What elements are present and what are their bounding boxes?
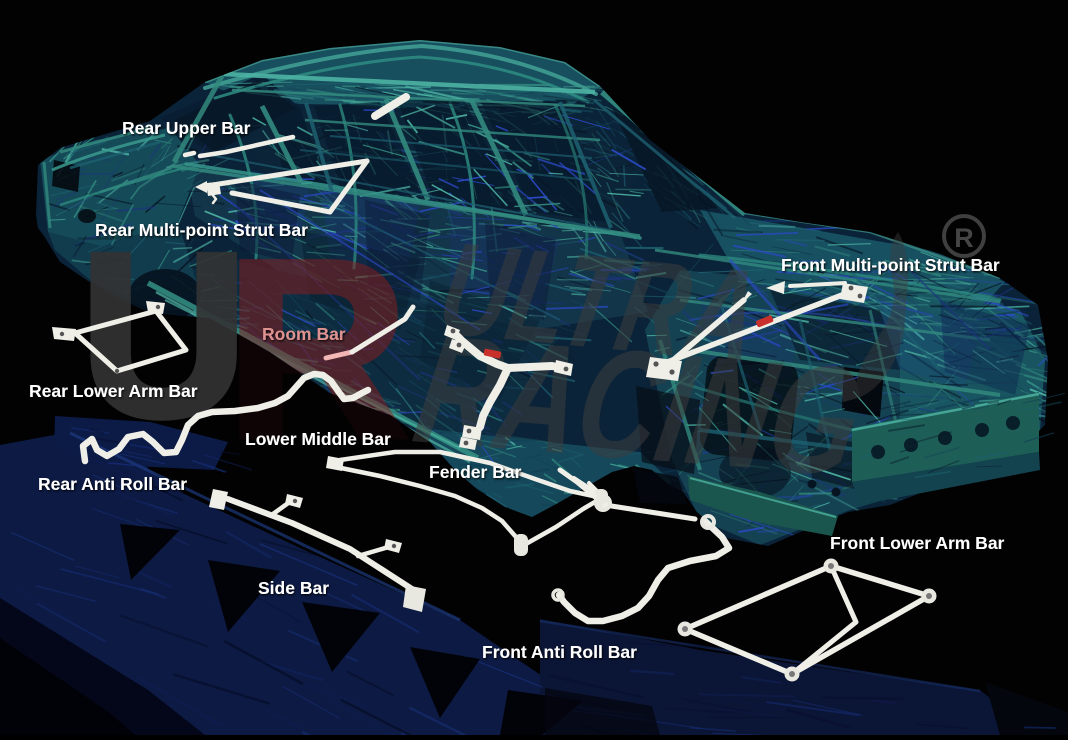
svg-text:Room Bar: Room Bar — [262, 324, 346, 344]
svg-text:R: R — [954, 223, 974, 253]
svg-text:Lower Middle Bar: Lower Middle Bar — [245, 429, 391, 449]
svg-text:Rear Multi-point Strut Bar: Rear Multi-point Strut Bar — [95, 220, 308, 240]
svg-text:U: U — [80, 206, 248, 465]
svg-text:Front Lower Arm Bar: Front Lower Arm Bar — [830, 533, 1005, 553]
svg-text:Rear Lower Arm Bar: Rear Lower Arm Bar — [29, 381, 198, 401]
svg-text:Side Bar: Side Bar — [258, 578, 329, 598]
svg-text:Front Anti Roll Bar: Front Anti Roll Bar — [482, 642, 637, 662]
svg-text:Rear Anti Roll Bar: Rear Anti Roll Bar — [38, 474, 187, 494]
svg-text:Front Multi-point Strut Bar: Front Multi-point Strut Bar — [781, 255, 1000, 275]
svg-text:Fender Bar: Fender Bar — [429, 462, 522, 482]
svg-text:Rear Upper Bar: Rear Upper Bar — [122, 118, 251, 138]
